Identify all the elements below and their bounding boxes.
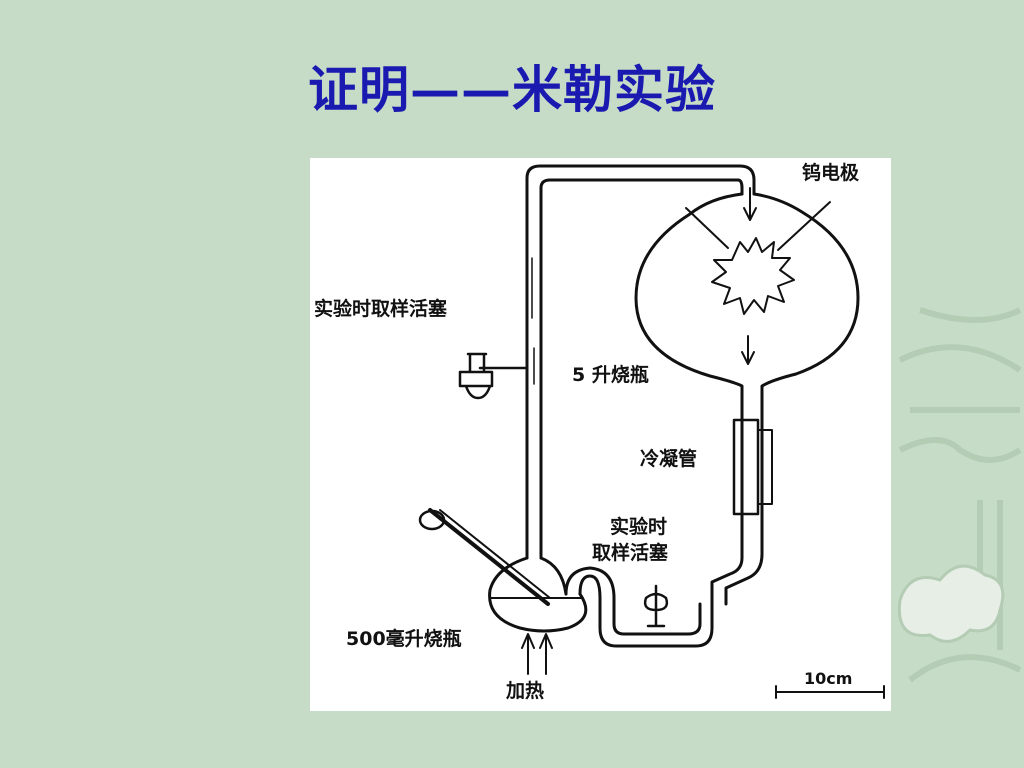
label-sampling-valve-bottom-line2: 取样活塞 xyxy=(592,542,669,564)
label-5l-flask: 5 升烧瓶 xyxy=(572,364,649,386)
condenser-jacket xyxy=(732,418,760,516)
left-tube-marks xyxy=(531,257,535,385)
arrow-down-middle xyxy=(741,335,755,365)
left-tube-inner xyxy=(539,178,744,560)
spark-starburst xyxy=(711,237,795,315)
inlet-bulb xyxy=(418,509,446,531)
flask-500ml-body xyxy=(488,556,588,633)
condenser-side xyxy=(757,429,773,505)
heat-arrow-right xyxy=(539,633,553,675)
scale-bar xyxy=(775,685,885,699)
decorative-pattern xyxy=(897,307,1022,683)
electrode-right-wire xyxy=(777,201,831,251)
miller-experiment-diagram: 钨电极 实验时取样活塞 5 升烧瓶 冷凝管 实验时 取样活塞 500毫升烧瓶 加… xyxy=(310,158,891,711)
label-sampling-valve-top: 实验时取样活塞 xyxy=(314,298,448,320)
u-trap-outer xyxy=(598,596,714,648)
label-sampling-valve-bottom-line1: 实验时 xyxy=(610,516,668,538)
heat-arrow-left xyxy=(521,633,535,675)
condenser-tube-left xyxy=(710,388,744,600)
bottom-valve xyxy=(643,584,669,628)
top-valve xyxy=(458,352,529,400)
apparatus-drawing xyxy=(418,164,885,699)
condenser-tube-right xyxy=(724,388,764,606)
inlet-rod-inner xyxy=(439,509,551,599)
flask-5l-body xyxy=(634,192,860,392)
slide-title: 证明——米勒实验 xyxy=(308,60,716,119)
label-tungsten-electrode: 钨电极 xyxy=(802,162,860,184)
bend-connector xyxy=(564,566,616,600)
inlet-rod xyxy=(428,508,550,606)
label-heat: 加热 xyxy=(506,680,545,702)
label-500ml-flask: 500毫升烧瓶 xyxy=(346,628,462,650)
left-tube-outer xyxy=(525,164,756,560)
label-condenser: 冷凝管 xyxy=(640,448,698,470)
arrow-down-top xyxy=(743,187,757,221)
label-scale: 10cm xyxy=(804,669,853,688)
u-trap-inner xyxy=(612,596,702,636)
electrode-left-wire xyxy=(685,207,729,249)
